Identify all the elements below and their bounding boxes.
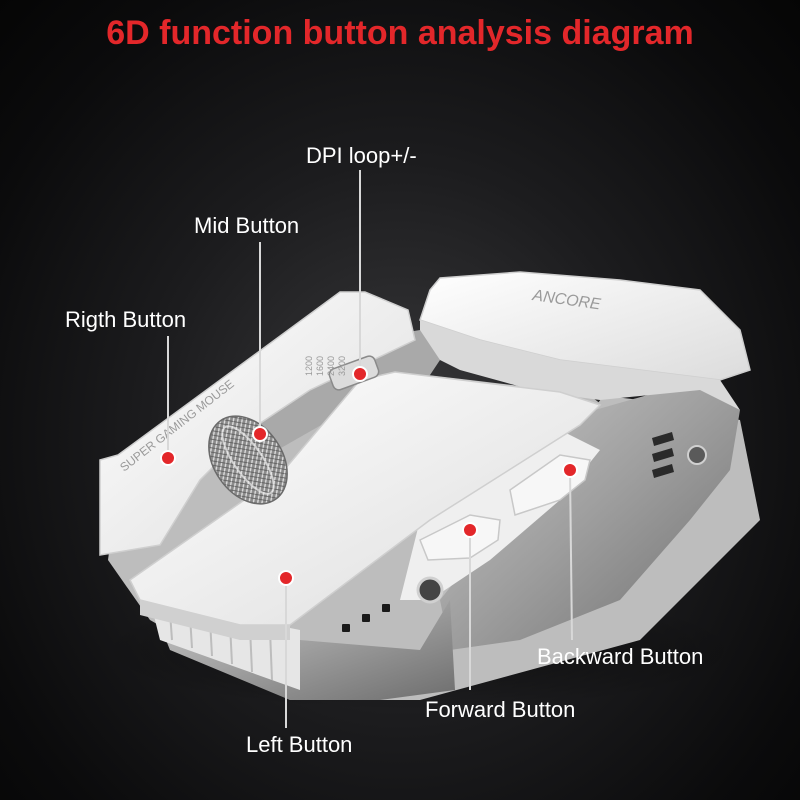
- side-screw: [687, 445, 707, 465]
- label-forward-button: Forward Button: [425, 697, 576, 722]
- side-vents: [652, 432, 674, 478]
- center-channel: [230, 330, 440, 460]
- marker-left: [278, 570, 294, 586]
- label-left-button: Left Button: [246, 732, 353, 757]
- markers: [160, 366, 578, 586]
- marker-dpi: [352, 366, 368, 382]
- left-click-panel: [129, 371, 602, 626]
- label-dpi-loop: DPI loop+/-: [306, 143, 417, 168]
- svg-text:3200: 3200: [337, 356, 347, 376]
- label-right-button: Rigth Button: [65, 307, 187, 332]
- front-leds: [342, 604, 390, 632]
- dpi-level-print: 1200 1600 2400 3200: [304, 356, 347, 376]
- marker-right: [160, 450, 176, 466]
- svg-text:1200: 1200: [304, 356, 314, 376]
- jack-port: [416, 576, 444, 604]
- page-title: 6D function button analysis diagram: [106, 14, 694, 52]
- rear-skirt: [420, 320, 740, 410]
- svg-text:2400: 2400: [326, 356, 336, 376]
- marker-mid: [252, 426, 268, 442]
- leader-lines: [167, 170, 573, 728]
- leader-backward: [569, 469, 573, 641]
- marker-backward: [562, 462, 578, 478]
- forward-thumb-button: [419, 514, 501, 561]
- label-mid-button: Mid Button: [194, 213, 300, 238]
- scroll-wheel: [208, 415, 288, 505]
- left-click-edge: [140, 600, 290, 640]
- svg-text:1600: 1600: [315, 356, 325, 376]
- metal-side-panel: [440, 380, 740, 650]
- label-backward-button: Backward Button: [537, 644, 704, 669]
- marker-forward: [462, 522, 478, 538]
